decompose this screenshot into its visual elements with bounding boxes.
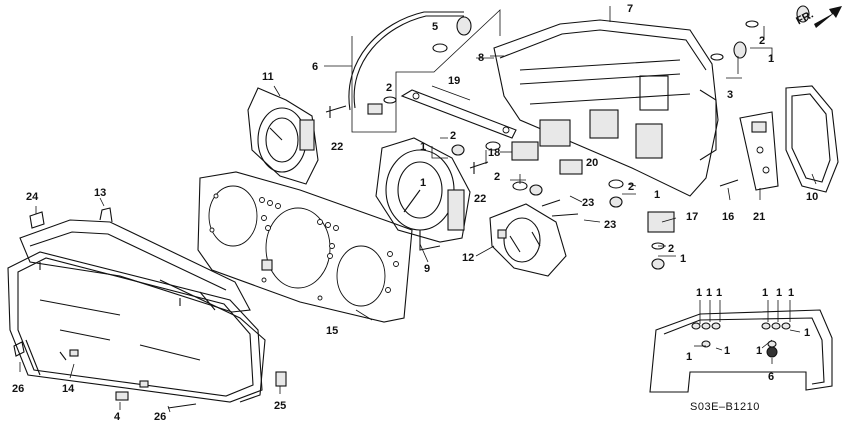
callout-2c: 2	[386, 82, 392, 94]
reference-code: S03E–B1210	[690, 401, 760, 413]
callout-2: 2	[759, 35, 765, 47]
callout-inset-1c: 1	[716, 287, 722, 299]
callout-18: 18	[488, 147, 500, 159]
callout-2g: 2	[668, 243, 674, 255]
callout-1d: 1	[420, 177, 426, 189]
callout-inset-1g: 1	[804, 327, 810, 339]
callout-16: 16	[722, 211, 734, 223]
callout-8: 8	[478, 52, 484, 64]
meter-panel-drawing	[197, 171, 413, 323]
callout-13: 13	[94, 187, 106, 199]
back-cover-drawing	[785, 85, 839, 193]
callout-26b: 26	[154, 411, 166, 423]
callout-6: 6	[312, 61, 318, 73]
callout-2d: 2	[450, 130, 456, 142]
callout-19: 19	[448, 75, 460, 87]
callout-17: 17	[686, 211, 698, 223]
callout-23b: 23	[604, 219, 616, 231]
speedometer-drawing	[375, 137, 471, 251]
callout-1e: 1	[654, 189, 660, 201]
wire-harness-drawing	[348, 11, 472, 115]
callout-inset-1e: 1	[776, 287, 782, 299]
callout-1c: 1	[420, 141, 426, 153]
callout-5: 5	[432, 21, 438, 33]
callout-inset-1j: 1	[756, 345, 762, 357]
front-direction-arrow-icon	[814, 6, 842, 28]
callout-10: 10	[806, 191, 818, 203]
callout-24: 24	[26, 191, 39, 203]
tachometer-drawing	[247, 87, 319, 185]
fuel-temp-gauge-drawing	[489, 203, 567, 277]
callout-inset-1i: 1	[724, 345, 730, 357]
callout-22b: 22	[474, 193, 486, 205]
callout-21: 21	[753, 211, 765, 223]
callout-inset-1b: 1	[706, 287, 712, 299]
callout-inset-1d: 1	[762, 287, 768, 299]
callout-2e: 2	[494, 171, 500, 183]
callout-inset-1h: 1	[686, 351, 692, 363]
leader-lines	[19, 6, 817, 413]
callout-9: 9	[424, 263, 430, 275]
callout-14: 14	[62, 383, 75, 395]
callout-1f: 1	[680, 253, 686, 265]
relay-drawing	[511, 141, 675, 233]
callout-inset-1a: 1	[696, 287, 702, 299]
callout-labels: 1 2 3 4 5 6 7 8 9 10 11 12 13 14 15 16 1…	[12, 3, 818, 423]
callout-25: 25	[274, 400, 286, 412]
bracket-drawing	[400, 89, 517, 139]
circuit-board-drawing	[739, 111, 779, 191]
callout-23: 23	[582, 197, 594, 209]
callout-15: 15	[326, 325, 338, 337]
callout-12: 12	[462, 252, 474, 264]
callout-3: 3	[727, 89, 733, 101]
callout-11: 11	[262, 71, 274, 83]
callout-inset-1f: 1	[788, 287, 794, 299]
small-hardware-drawing	[13, 5, 810, 409]
meter-visor-drawing	[19, 207, 266, 403]
inset-view-drawing	[649, 309, 833, 393]
callout-7: 7	[627, 3, 633, 15]
callout-1: 1	[768, 53, 774, 65]
callout-20: 20	[586, 157, 598, 169]
callout-26: 26	[12, 383, 24, 395]
case-drawing	[493, 19, 719, 197]
callout-4: 4	[114, 411, 121, 423]
callout-inset-6: 6	[768, 371, 774, 383]
callout-22: 22	[331, 141, 343, 153]
callout-2f: 2	[628, 181, 634, 193]
